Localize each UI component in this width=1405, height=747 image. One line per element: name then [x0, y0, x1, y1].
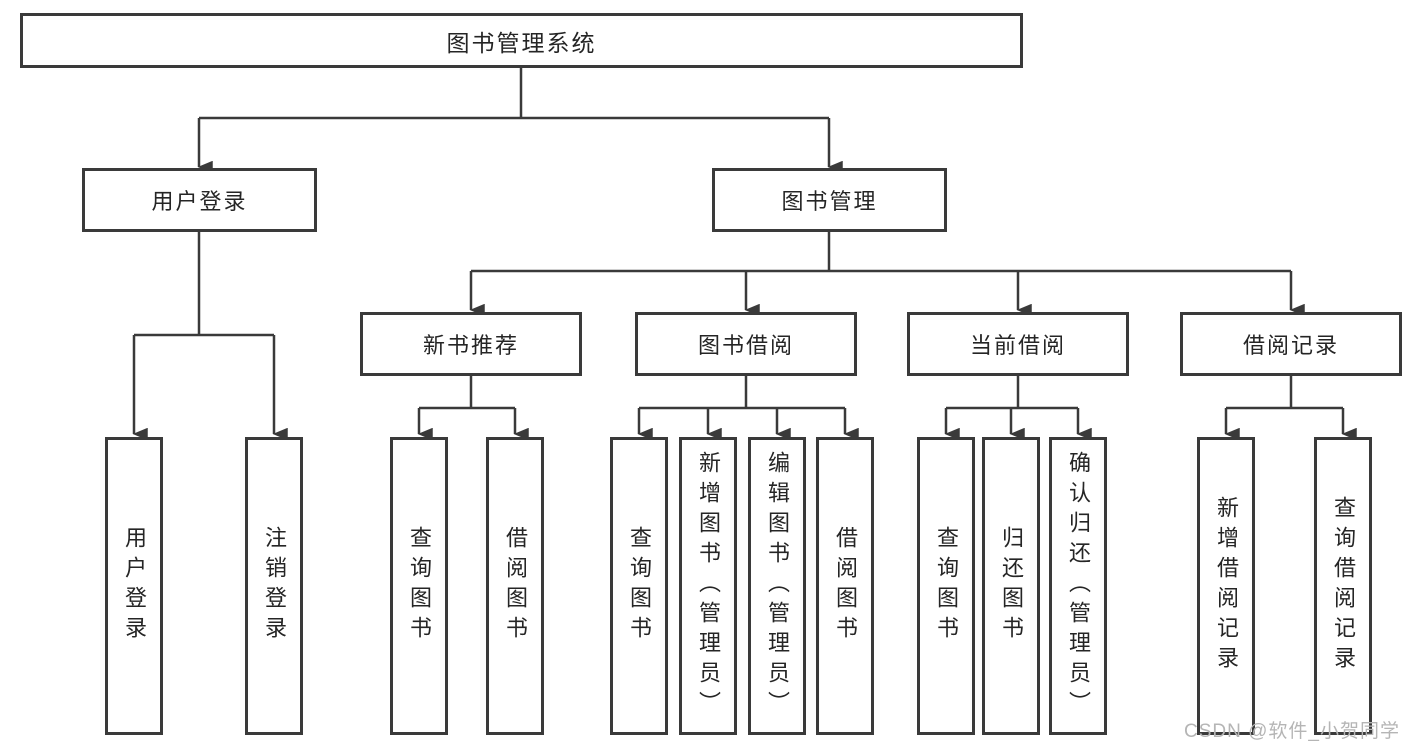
node-borrow-records: 借阅记录 [1180, 312, 1402, 376]
leaf-records-query-record: 查询借阅记录 [1314, 437, 1372, 735]
node-book-borrow: 图书借阅 [635, 312, 857, 376]
connector-root-bar [134, 68, 1343, 410]
node-user-login: 用户登录 [82, 168, 317, 232]
node-book-management: 图书管理 [712, 168, 947, 232]
node-root-system: 图书管理系统 [20, 13, 1023, 68]
leaf-borrow-borrow-book: 借阅图书 [816, 437, 874, 735]
node-current-borrow: 当前借阅 [907, 312, 1129, 376]
leaf-logout-login: 注销登录 [245, 437, 303, 735]
leaf-current-return-book: 归还图书 [982, 437, 1040, 735]
leaf-borrow-add-book-admin: 新增图书（管理员） [679, 437, 737, 735]
leaf-records-add-record: 新增借阅记录 [1197, 437, 1255, 735]
leaf-current-confirm-return-admin: 确认归还（管理员） [1049, 437, 1107, 735]
node-new-book-recommend: 新书推荐 [360, 312, 582, 376]
leaf-borrow-query-book: 查询图书 [610, 437, 668, 735]
csdn-watermark: CSDN @软件_小贺同学 [1184, 721, 1400, 742]
leaf-borrow-edit-book-admin: 编辑图书（管理员） [748, 437, 806, 735]
leaf-newrec-query-book: 查询图书 [390, 437, 448, 735]
leaf-current-query-book: 查询图书 [917, 437, 975, 735]
leaf-newrec-borrow-book: 借阅图书 [486, 437, 544, 735]
leaf-user-login: 用户登录 [105, 437, 163, 735]
